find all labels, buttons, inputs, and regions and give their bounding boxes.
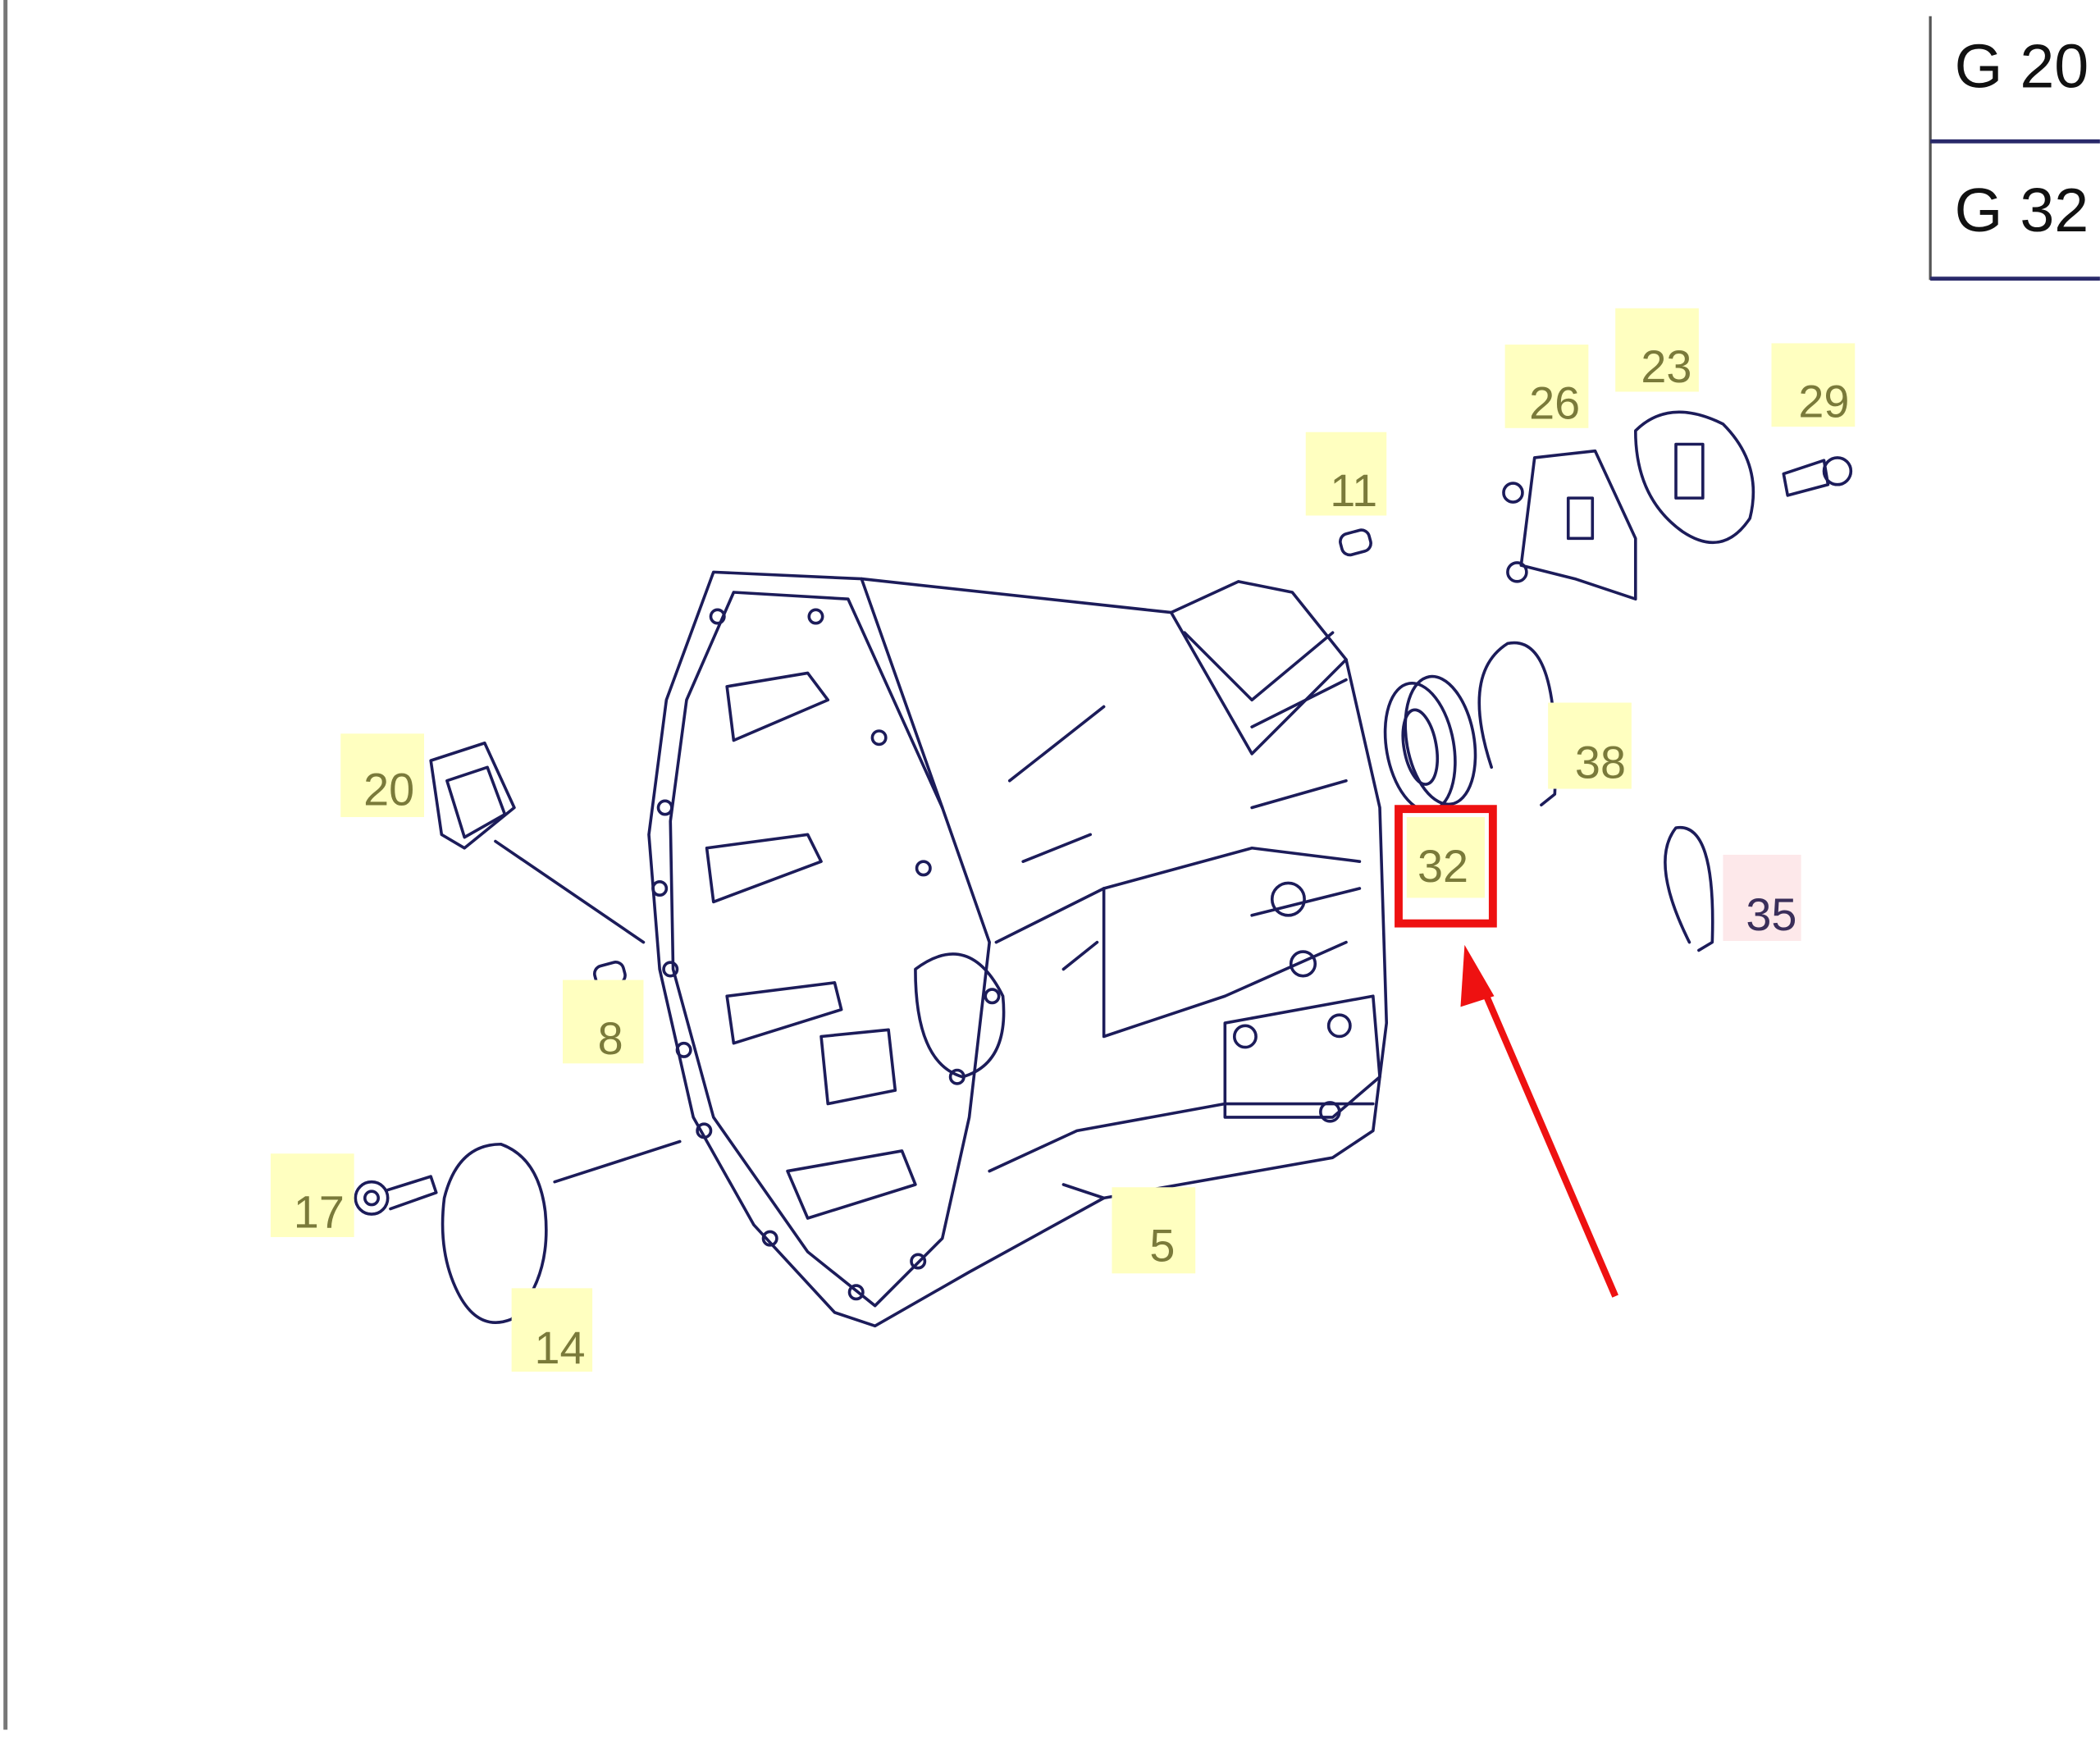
svg-text:32: 32	[1418, 840, 1468, 892]
part-11-pin	[1339, 528, 1372, 557]
part-26-bracket	[1502, 449, 1637, 601]
label-29[interactable]: 29	[1771, 343, 1856, 427]
label-26[interactable]: 26	[1504, 345, 1589, 428]
reference-table: G 20 G 32	[1929, 16, 2100, 281]
label-23[interactable]: 23	[1615, 308, 1699, 392]
annotation-arrow-icon	[1460, 944, 1618, 1298]
svg-text:35: 35	[1746, 888, 1796, 940]
label-17[interactable]: 17	[270, 1153, 354, 1237]
label-20[interactable]: 20	[340, 733, 424, 818]
part-17-bolt	[354, 1175, 438, 1216]
svg-text:20: 20	[363, 763, 414, 815]
svg-text:8: 8	[598, 1012, 623, 1064]
svg-text:11: 11	[1330, 464, 1377, 516]
label-35[interactable]: 35	[1723, 854, 1801, 941]
part-35-circlip	[1664, 825, 1714, 952]
label-8[interactable]: 8	[562, 979, 644, 1064]
part-20-plug	[429, 741, 516, 850]
svg-text:23: 23	[1641, 340, 1691, 392]
part-29-bolt	[1782, 456, 1853, 497]
highlight-box	[1395, 805, 1497, 928]
reference-g20[interactable]: G 20	[1955, 32, 2089, 101]
part-32-bearing	[1383, 674, 1477, 813]
label-32[interactable]: 32	[1406, 817, 1486, 898]
label-5[interactable]: 5	[1112, 1187, 1196, 1274]
svg-text:17: 17	[294, 1185, 345, 1237]
part-14-cover	[441, 1142, 548, 1324]
svg-text:5: 5	[1149, 1220, 1175, 1272]
part-23-gasket	[1633, 410, 1755, 544]
label-14[interactable]: 14	[511, 1288, 593, 1373]
svg-text:14: 14	[535, 1322, 586, 1373]
part-38-circlip	[1477, 641, 1558, 807]
transmission-housing	[494, 570, 1389, 1328]
label-38[interactable]: 38	[1548, 702, 1632, 789]
svg-text:38: 38	[1575, 736, 1626, 788]
reference-g32[interactable]: G 32	[1955, 176, 2089, 244]
label-11[interactable]: 11	[1305, 432, 1387, 516]
svg-text:26: 26	[1529, 377, 1580, 428]
svg-text:29: 29	[1798, 376, 1849, 427]
